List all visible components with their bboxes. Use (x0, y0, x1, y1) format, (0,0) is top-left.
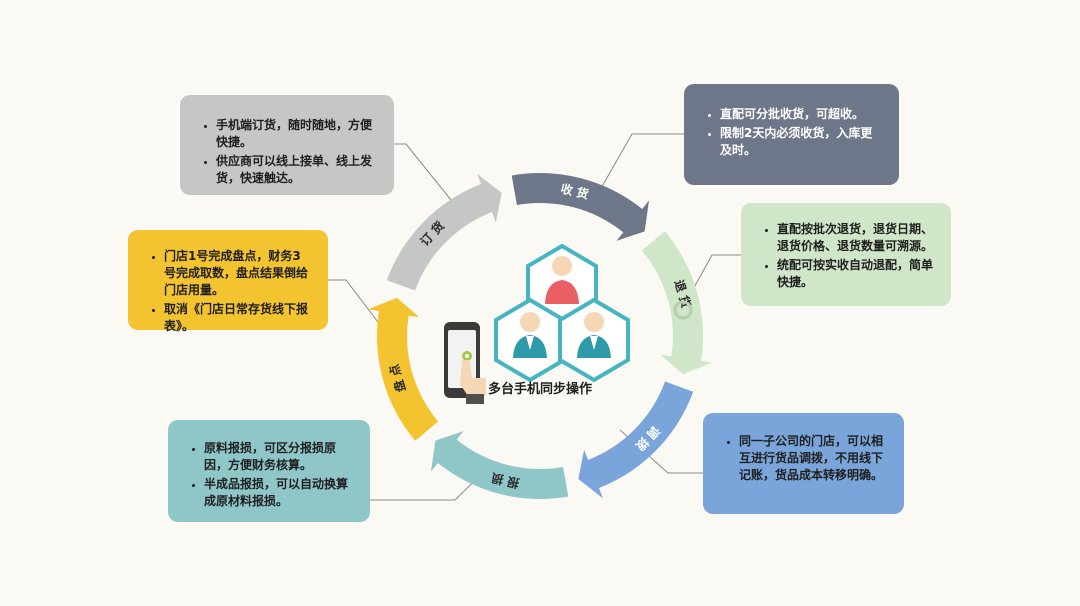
info-list-item: 门店1号完成盘点，财务3号完成取数，盘点结果倒给门店用量。 (164, 248, 312, 299)
ring-label-loss: 报 损 (490, 470, 521, 491)
connector-lines (328, 133, 741, 501)
info-list: 直配按批次退货，退货日期、退货价格、退货数量可溯源。统配可按实收自动退配，简单快… (755, 221, 935, 291)
ring-segment-stock (368, 297, 439, 441)
info-box-return: 直配按批次退货，退货日期、退货价格、退货数量可溯源。统配可按实收自动退配，简单快… (741, 203, 951, 306)
info-list: 门店1号完成盘点，财务3号完成取数，盘点结果倒给门店用量。取消《门店日常存货线下… (142, 248, 312, 335)
ring-label-receive: 收 货 (559, 181, 590, 202)
return-marker-icon (673, 300, 693, 320)
connector-order (394, 143, 456, 206)
person-icon-right (577, 312, 611, 358)
info-list-item: 限制2天内必须收货，入库更及时。 (720, 125, 883, 159)
person-icon-top (545, 256, 579, 304)
connector-receive (599, 133, 684, 191)
person-icon-left (513, 312, 547, 358)
cycle-ring (368, 172, 712, 499)
info-list: 原料报损，可区分报损原因，方便财务核算。半成品报损，可以自动换算成原材料报损。 (182, 440, 354, 510)
info-list: 同一子公司的门店，可以相互进行货品调拨，不用线下记账，货品成本转移明确。 (717, 433, 888, 484)
info-list-item: 直配按批次退货，退货日期、退货价格、退货数量可溯源。 (777, 221, 935, 255)
connector-stock (328, 279, 391, 339)
info-list-item: 供应商可以线上接单、线上发货，快速触达。 (216, 153, 378, 187)
info-box-receive: 直配可分批收货，可超收。限制2天内必须收货，入库更及时。 (684, 84, 899, 185)
info-box-stock: 门店1号完成盘点，财务3号完成取数，盘点结果倒给门店用量。取消《门店日常存货线下… (128, 230, 328, 333)
ring-segment-transfer (578, 381, 694, 499)
info-list-item: 手机端订货，随时随地，方便快捷。 (216, 117, 378, 151)
info-box-transfer: 同一子公司的门店，可以相互进行货品调拨，不用线下记账，货品成本转移明确。 (703, 413, 904, 514)
info-box-loss: 原料报损，可区分报损原因，方便财务核算。半成品报损，可以自动换算成原材料报损。 (168, 420, 370, 522)
info-list-item: 半成品报损，可以自动换算成原材料报损。 (204, 476, 354, 510)
center-label: 多台手机同步操作 (487, 382, 592, 397)
info-list-item: 取消《门店日常存货线下报表》。 (164, 301, 312, 335)
info-list: 手机端订货，随时随地，方便快捷。供应商可以线上接单、线上发货，快速触达。 (194, 117, 378, 187)
info-list-item: 直配可分批收货，可超收。 (720, 106, 883, 123)
ring-segment-receive (511, 172, 650, 241)
info-box-order: 手机端订货，随时随地，方便快捷。供应商可以线上接单、线上发货，快速触达。 (180, 95, 394, 195)
info-list-item: 原料报损，可区分报损原因，方便财务核算。 (204, 440, 354, 474)
info-list: 直配可分批收货，可超收。限制2天内必须收货，入库更及时。 (698, 106, 883, 159)
phone-icon (444, 322, 486, 404)
info-list-item: 统配可按实收自动退配，简单快捷。 (777, 257, 935, 291)
ring-segment-loss (430, 431, 569, 499)
info-list-item: 同一子公司的门店，可以相互进行货品调拨，不用线下记账，货品成本转移明确。 (739, 433, 888, 484)
team-hexagon-icon (494, 243, 630, 383)
ring-segment-order (386, 173, 502, 291)
